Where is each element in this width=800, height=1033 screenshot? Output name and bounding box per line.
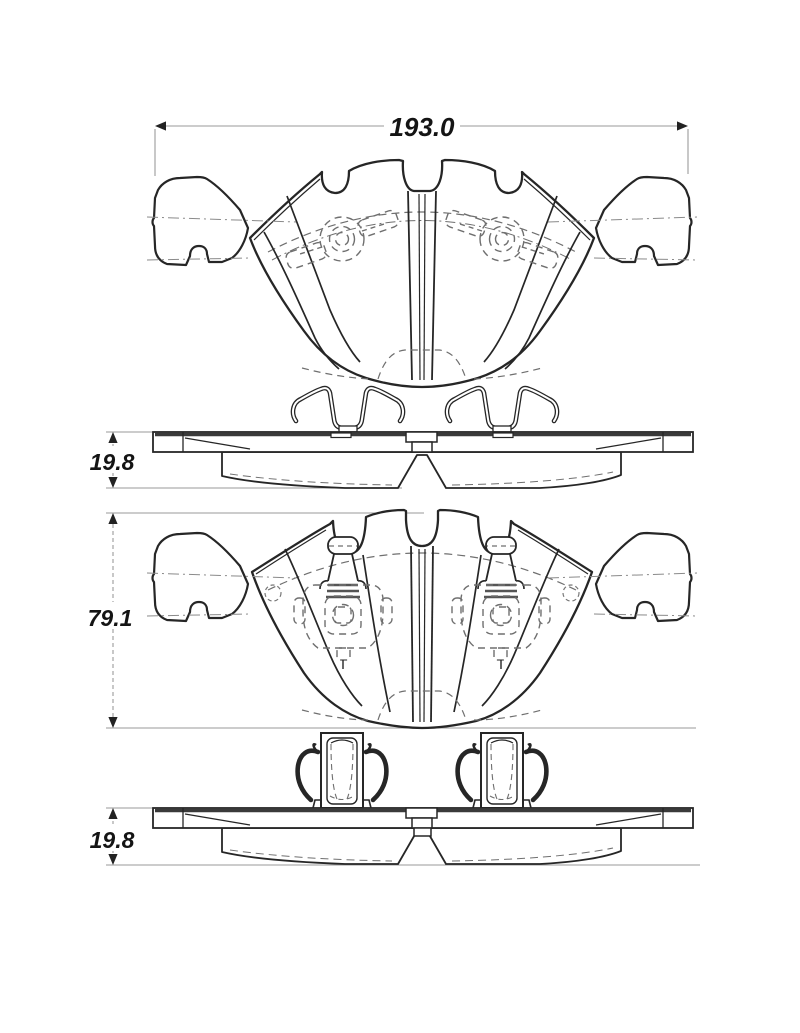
thickness-upper-label: 19.8 [90, 449, 135, 475]
lower-edge-view [152, 807, 694, 865]
locating-hole-left [264, 584, 282, 602]
outer-pad-front-view [146, 158, 698, 389]
upper-edge-view [152, 431, 694, 489]
inner-pad-outline [250, 508, 594, 730]
outer-pad-outline [248, 158, 596, 389]
locating-hole-right [562, 584, 580, 602]
dimension-labels: 193.0 19.8 79.1 19.8 [80, 112, 458, 853]
wear-sensor-towers [298, 733, 547, 808]
overall-width-label: 193.0 [389, 112, 455, 142]
abutment-spring-clips [293, 388, 557, 432]
outer-pad-center-slot [407, 190, 437, 381]
upper-friction-material [221, 451, 622, 489]
inner-pad-front-view [146, 508, 698, 730]
thickness-lower-label: 19.8 [90, 827, 135, 853]
pad-height-label: 79.1 [88, 605, 133, 631]
